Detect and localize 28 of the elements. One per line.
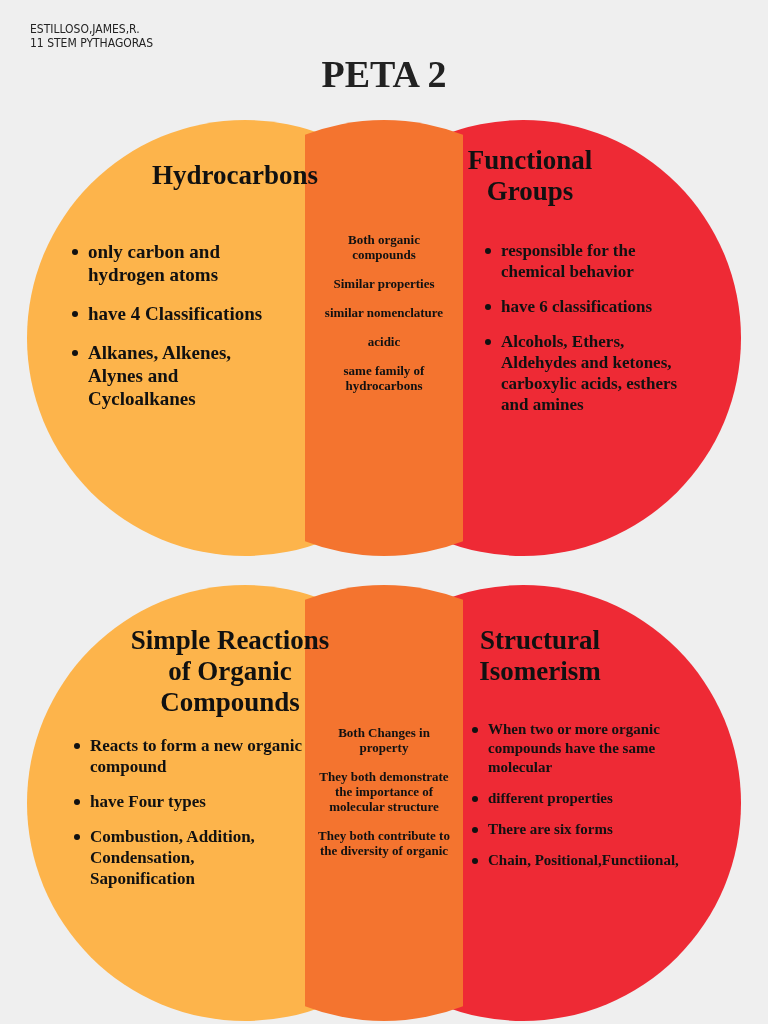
- circle-heading: Functional Groups: [466, 145, 594, 207]
- bullet-text: Chain, Positional,Functiional,: [488, 852, 679, 868]
- circle-heading: Simple Reactions of Organic Compounds: [129, 625, 331, 718]
- overlap-text: Both organic compounds: [347, 232, 421, 262]
- bullet-text: different properties: [488, 790, 613, 806]
- bullet-text: Alkanes, Alkenes, Alynes and Cycloalkanes: [88, 342, 232, 409]
- overlap-text: same family of hydrocarbons: [342, 363, 426, 393]
- page-title: PETA 2: [320, 52, 448, 96]
- circle-heading: Structural Isomerism: [478, 625, 602, 687]
- overlap-text: They both contribute to the diversity of organic: [318, 828, 450, 858]
- bullet-text: Alcohols, Ethers, Aldehydes and ketones, carboxylic acids, esthers and amines: [501, 332, 678, 414]
- bullet-text: There are six forms: [488, 821, 613, 837]
- bullet-text: only carbon and hydrogen atoms: [88, 241, 220, 285]
- circle-heading: Hydrocarbons: [151, 160, 319, 191]
- overlap-text: acidic: [366, 334, 402, 349]
- overlap-text: Similar properties: [332, 276, 436, 291]
- author-text: 11 STEM PYTHAGORAS: [30, 36, 153, 50]
- author-text: ESTILLOSO,JAMES,R.: [30, 22, 141, 36]
- overlap-text: They both demonstrate the importance of molecular structure: [318, 769, 450, 814]
- bullet-text: When two or more organic compounds have the same molecular: [488, 721, 660, 775]
- bullet-text: Combustion, Addition, Condensation, Saponification: [90, 827, 255, 888]
- bullet-text: Reacts to form a new organic compound: [90, 736, 302, 776]
- bullet-text: have 6 classifications: [501, 297, 653, 316]
- bullet-text: responsible for the chemical behavior: [501, 241, 636, 281]
- overlap-text: Both Changes in property: [337, 725, 431, 755]
- overlap-text: similar nomenclature: [323, 305, 445, 320]
- bullet-text: have Four types: [90, 792, 206, 811]
- bullet-text: have 4 Classifications: [88, 303, 263, 324]
